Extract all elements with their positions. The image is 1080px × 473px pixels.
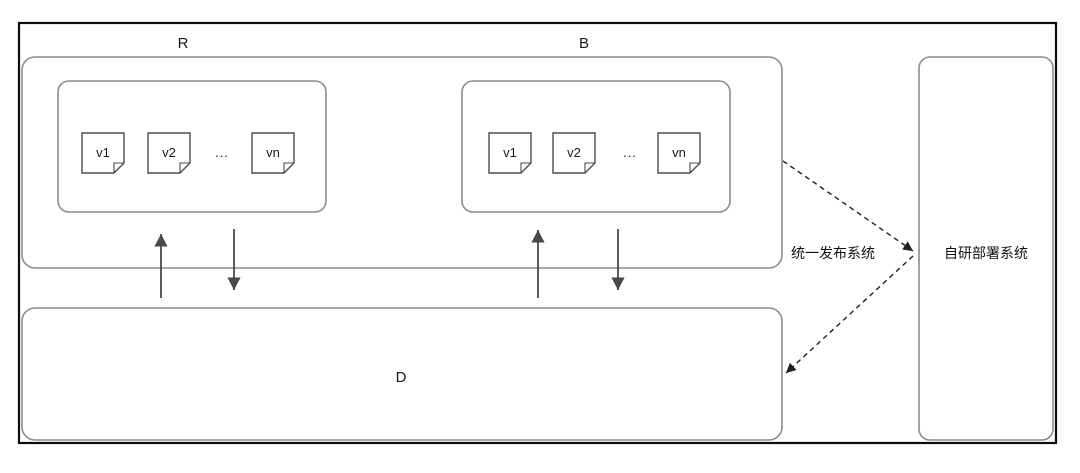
doc-label-r-vn: vn bbox=[266, 145, 280, 160]
deploy-system-label: 自研部署系统 bbox=[944, 246, 1028, 262]
doc-icon-r-vn bbox=[251, 132, 295, 174]
section-label-b: B bbox=[579, 35, 589, 52]
section-label-r: R bbox=[178, 35, 189, 52]
doc-icon-b-v1 bbox=[488, 132, 532, 174]
doc-ellipsis-r: ... bbox=[215, 145, 229, 160]
section-r-box bbox=[57, 80, 327, 213]
doc-icon-r-v1 bbox=[81, 132, 125, 174]
doc-label-b-v2: v2 bbox=[567, 145, 581, 160]
release-system-label: 统一发布系统 bbox=[791, 246, 875, 262]
section-label-d: D bbox=[396, 369, 407, 386]
section-b-box bbox=[461, 80, 731, 213]
deploy-system-panel bbox=[918, 56, 1054, 441]
doc-label-b-v1: v1 bbox=[503, 145, 517, 160]
top-panel-rb bbox=[21, 56, 783, 269]
doc-label-r-v1: v1 bbox=[96, 145, 110, 160]
bottom-panel-d bbox=[21, 307, 783, 441]
doc-label-r-v2: v2 bbox=[162, 145, 176, 160]
doc-icon-b-v2 bbox=[552, 132, 596, 174]
doc-icon-b-vn bbox=[657, 132, 701, 174]
outer-frame bbox=[17, 21, 1058, 445]
doc-icon-r-v2 bbox=[147, 132, 191, 174]
dashed-arrow-deploy-to-d bbox=[785, 255, 914, 374]
doc-ellipsis-b: ... bbox=[623, 145, 637, 160]
doc-label-b-vn: vn bbox=[672, 145, 686, 160]
dashed-arrow-top-to-deploy bbox=[782, 160, 914, 252]
